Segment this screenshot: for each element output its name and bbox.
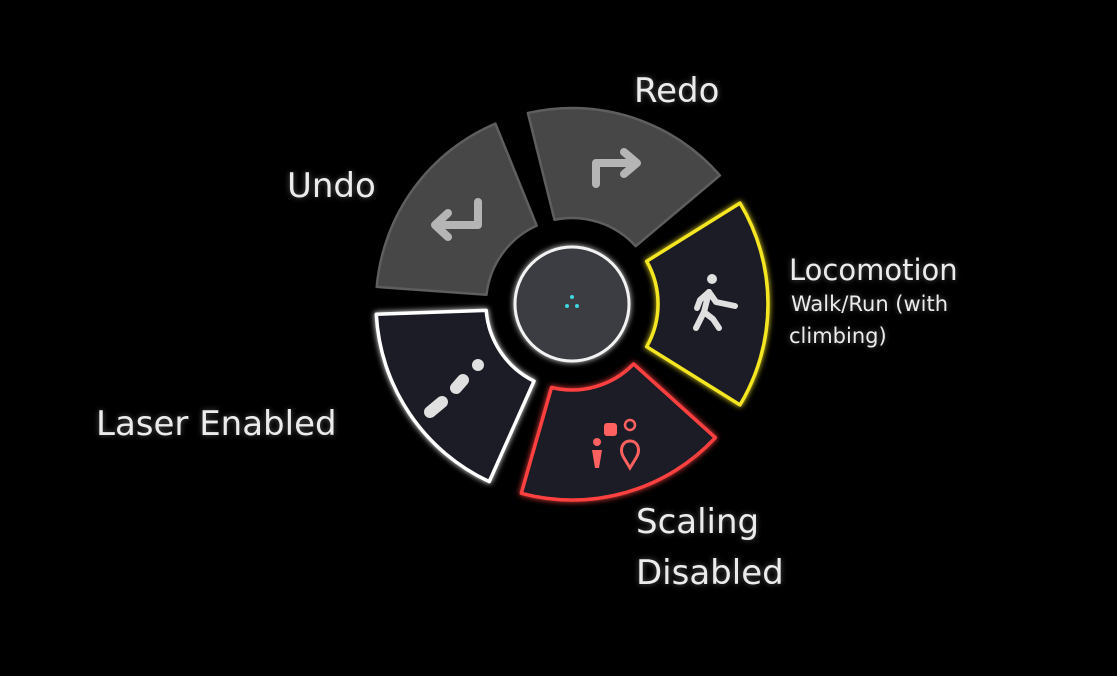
- redo-label: Redo: [634, 71, 720, 111]
- laser-dashed-line-icon: [424, 359, 484, 418]
- scaling-label-line1: Scaling: [636, 502, 760, 542]
- scaling-people-icon: [592, 418, 640, 471]
- center-button[interactable]: [513, 245, 631, 363]
- undo-arrow-icon: [431, 198, 482, 241]
- walking-person-icon: [693, 274, 738, 331]
- laser-segment-button[interactable]: [374, 308, 536, 484]
- cursor-dots-icon: [565, 295, 579, 308]
- undo-segment-button[interactable]: [375, 122, 538, 296]
- locomotion-label: Locomotion: [789, 253, 958, 287]
- locomotion-sublabel-line2: climbing): [789, 324, 887, 348]
- laser-label: Laser Enabled: [96, 404, 337, 444]
- locomotion-sublabel-line1: Walk/Run (with: [791, 292, 949, 316]
- scaling-label-line2: Disabled: [636, 553, 784, 593]
- undo-label: Undo: [287, 166, 376, 206]
- scaling-segment-button[interactable]: [519, 362, 718, 502]
- redo-arrow-icon: [592, 148, 641, 188]
